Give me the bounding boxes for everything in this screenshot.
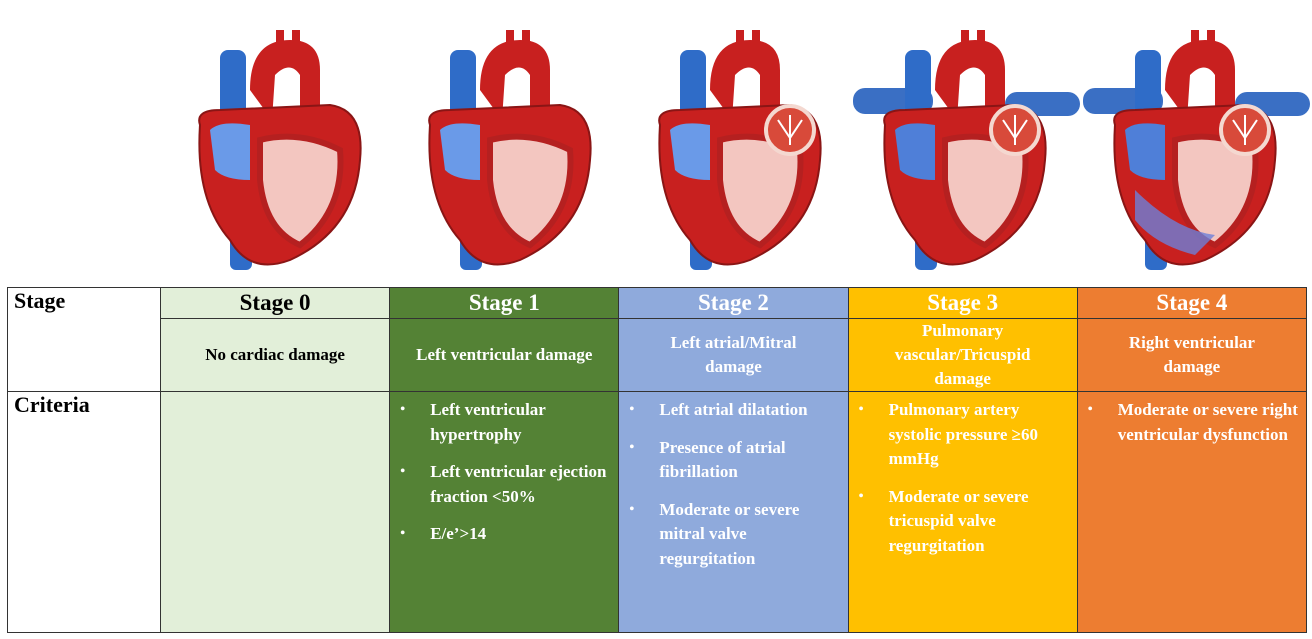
criterion: Moderate or severe mitral valve regurgit… <box>629 498 841 572</box>
stage-2-title: Stage 2 <box>618 287 849 319</box>
criterion: Moderate or severe right ventricular dys… <box>1088 398 1300 447</box>
criterion: Left ventricular ejection fraction <50% <box>400 460 612 509</box>
heart-illustrations <box>0 0 1312 285</box>
stage-3-title: Stage 3 <box>847 287 1078 319</box>
heart-illustration-stage-0 <box>198 30 362 270</box>
stage-4-criteria: Moderate or severe right ventricular dys… <box>1076 391 1308 633</box>
stage-3-criteria: Pulmonary artery systolic pressure ≥60 m… <box>847 391 1078 633</box>
stage-3-subtitle: Pulmonary vascular/Tricuspid damage <box>847 318 1078 392</box>
stage-row-label: Stage <box>7 287 161 319</box>
criterion: Left atrial dilatation <box>629 398 841 423</box>
staging-table: Stage Stage 0 Stage 1 Stage 2 Stage 3 St… <box>7 287 1308 633</box>
stage-0-criteria <box>159 391 391 633</box>
criterion: E/e’>14 <box>400 522 612 547</box>
stage-2-criteria: Left atrial dilatation Presence of atria… <box>618 391 849 633</box>
criterion: Pulmonary artery systolic pressure ≥60 m… <box>859 398 1071 472</box>
stage-0-subtitle: No cardiac damage <box>159 318 391 392</box>
stage-row-label-blank <box>7 318 161 392</box>
stage-0-title: Stage 0 <box>159 287 391 319</box>
criteria-row-label: Criteria <box>7 391 161 633</box>
stage-1-subtitle: Left ventricular damage <box>389 318 620 392</box>
criterion: Left ventricular hypertrophy <box>400 398 612 447</box>
criterion: Presence of atrial fibrillation <box>629 436 841 485</box>
stage-4-title: Stage 4 <box>1076 287 1308 319</box>
heart-illustration-stage-4 <box>1083 30 1310 270</box>
stage-1-title: Stage 1 <box>389 287 620 319</box>
criterion: Moderate or severe tricuspid valve regur… <box>859 485 1071 559</box>
stage-1-criteria: Left ventricular hypertrophy Left ventri… <box>389 391 620 633</box>
heart-illustration-stage-2 <box>658 30 822 270</box>
stage-2-subtitle: Left atrial/Mitral damage <box>618 318 849 392</box>
heart-illustration-stage-3 <box>853 30 1080 270</box>
stage-4-subtitle: Right ventricular damage <box>1076 318 1308 392</box>
heart-illustration-stage-1 <box>428 30 592 270</box>
